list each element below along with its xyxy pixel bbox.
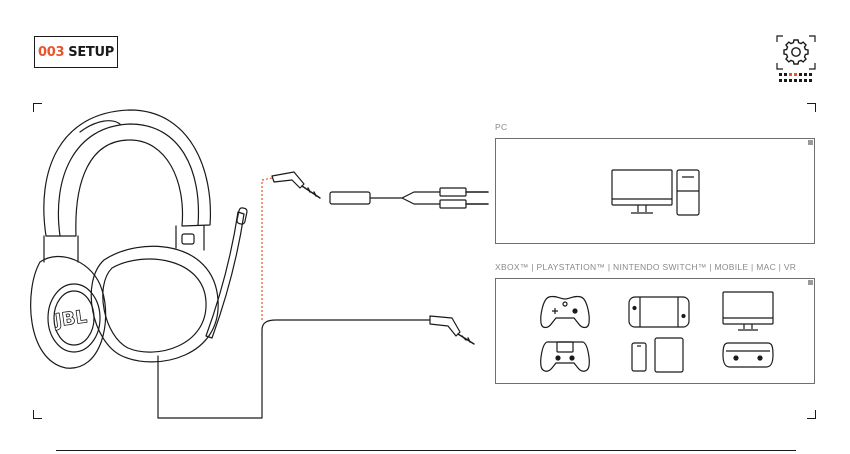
pc-splitter-connector [272,172,304,188]
headband [44,110,211,236]
footer-rule [56,450,796,451]
connection-dashed-line [262,178,272,320]
headset-cable [158,320,430,418]
mac-monitor-icon [722,291,774,333]
playstation-controller-icon [539,338,591,374]
pc-tower-icon [676,169,700,217]
mobile-tablet-icon [631,337,685,373]
svg-text:JBL: JBL [52,306,88,332]
splitter-body [330,192,370,204]
panel-corner-marker [808,140,813,145]
nintendo-switch-icon [628,296,690,328]
console-label: XBOX™ | PLAYSTATION™ | NINTENDO SWITCH™ … [495,262,796,272]
vr-headset-icon [722,341,774,369]
right-earcup [91,246,218,362]
panel-corner-marker [808,280,813,285]
pc-panel [495,138,815,244]
monitor-icon [611,169,673,217]
pc-label: PC [495,122,507,132]
xbox-controller-icon [539,291,591,331]
boom-mic [206,212,244,338]
console-panel [495,278,815,384]
audio-plug-35mm [430,316,460,336]
